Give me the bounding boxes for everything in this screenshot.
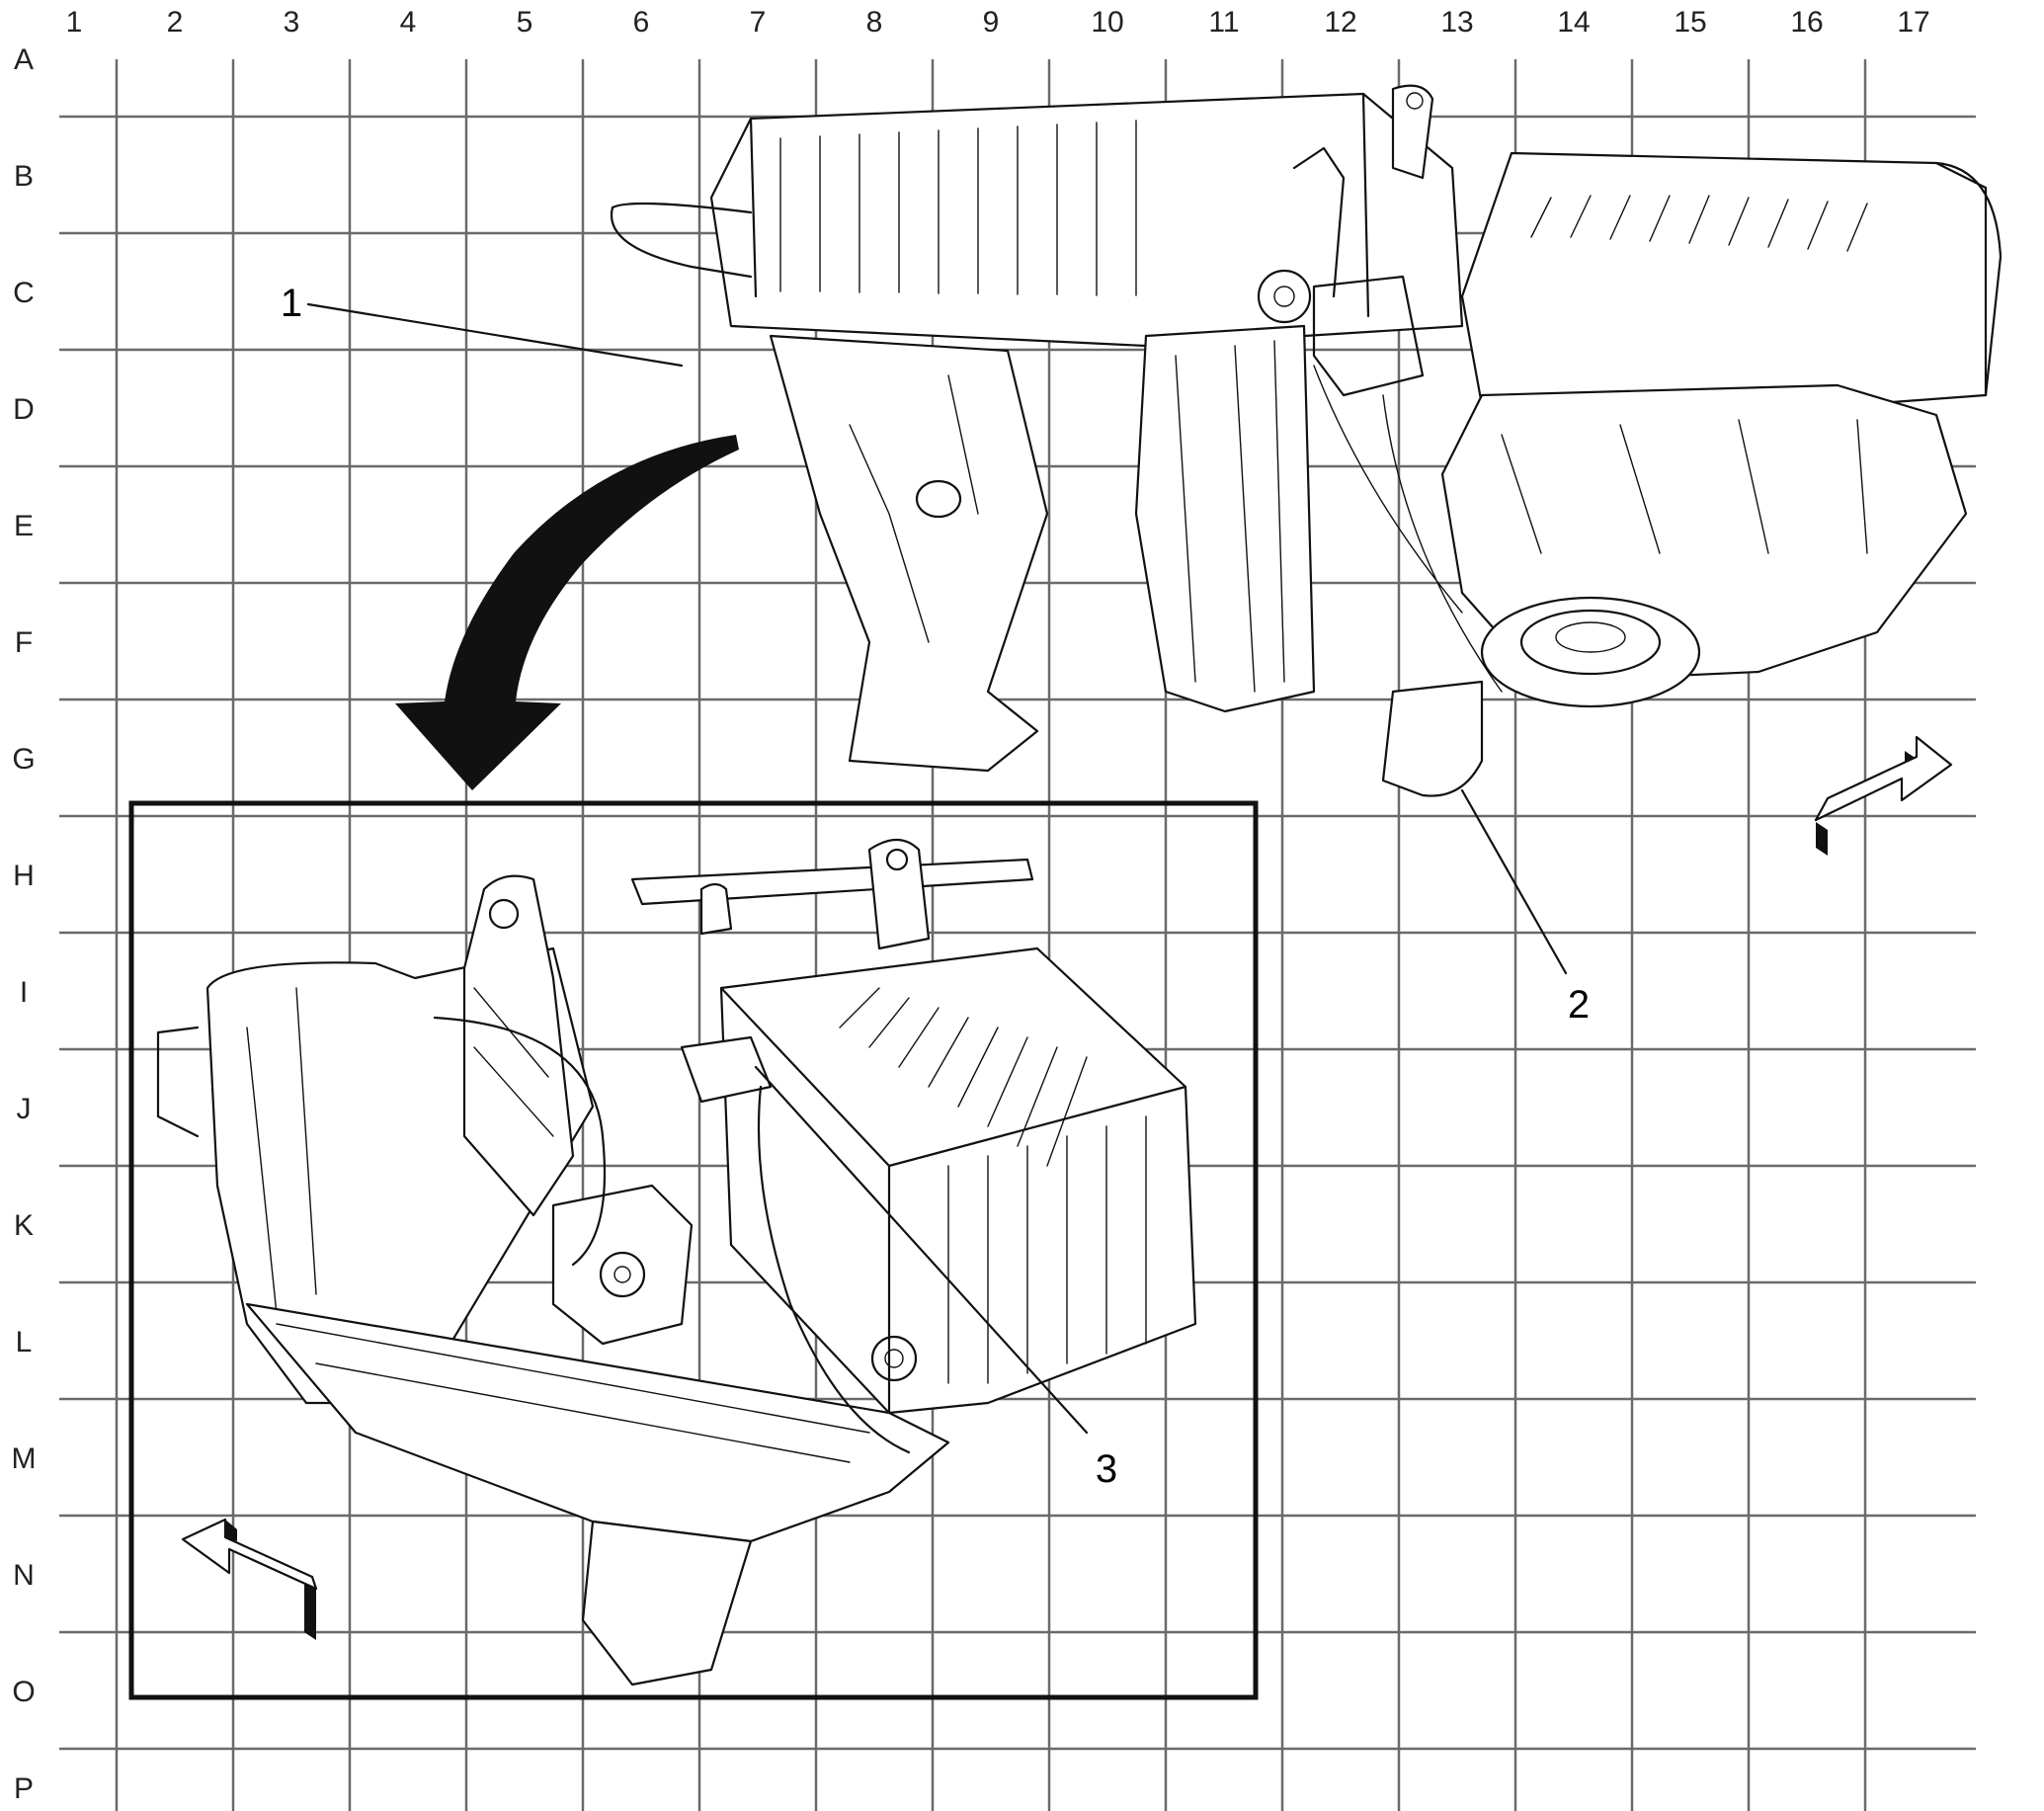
column-label: 11 [1208, 6, 1239, 39]
row-label: K [14, 1209, 34, 1242]
detail-view-frame [128, 800, 1259, 1700]
callout-2-label: 2 [1568, 983, 1590, 1027]
callout-1: 1 [281, 282, 684, 368]
row-label: P [14, 1772, 34, 1805]
row-label: H [13, 860, 35, 892]
column-label: 10 [1091, 6, 1123, 39]
column-label: 13 [1440, 6, 1473, 39]
column-label: 7 [750, 6, 767, 39]
row-label: F [15, 626, 33, 659]
row-label: G [12, 743, 35, 776]
row-label: J [17, 1093, 32, 1125]
hvac-assembly-top-view [610, 84, 2003, 797]
filter-fins [1530, 195, 1868, 252]
callout-1-label: 1 [281, 282, 302, 325]
column-label: 3 [284, 6, 300, 39]
column-label: 17 [1897, 6, 1929, 39]
row-label: L [16, 1326, 33, 1358]
row-label: I [20, 976, 28, 1009]
column-label: 12 [1324, 6, 1356, 39]
column-label: 6 [633, 6, 650, 39]
column-labels: 1 2 3 4 5 6 7 8 9 10 11 12 13 14 15 16 1… [66, 6, 1930, 39]
row-label: O [12, 1676, 35, 1708]
column-label: 4 [400, 6, 417, 39]
column-label: 5 [517, 6, 533, 39]
rearward-arrow-icon [181, 1518, 318, 1640]
row-label: N [13, 1559, 35, 1592]
forward-arrow-icon [1814, 735, 1953, 856]
column-label: 2 [167, 6, 184, 39]
column-label: 9 [983, 6, 1000, 39]
evaporator-fins [779, 120, 1137, 296]
row-label: C [13, 277, 35, 309]
detail-evaporator-fins [839, 987, 1147, 1384]
row-label: M [12, 1442, 37, 1475]
callout-2: 2 [1460, 788, 1590, 1027]
callout-3-label: 3 [1096, 1447, 1117, 1491]
row-labels: A B C D E F G H I J K L M N O P [12, 43, 37, 1805]
column-label: 16 [1790, 6, 1823, 39]
row-label: B [14, 160, 34, 193]
column-label: 15 [1674, 6, 1706, 39]
callout-3: 3 [754, 1065, 1117, 1491]
row-label: A [14, 43, 34, 76]
hvac-assembly-detail-view [156, 838, 1197, 1687]
row-label: E [14, 510, 34, 542]
column-label: 14 [1557, 6, 1590, 39]
curved-arrow [395, 435, 739, 790]
column-label: 8 [866, 6, 883, 39]
column-label: 1 [66, 6, 83, 39]
row-label: D [13, 393, 35, 426]
